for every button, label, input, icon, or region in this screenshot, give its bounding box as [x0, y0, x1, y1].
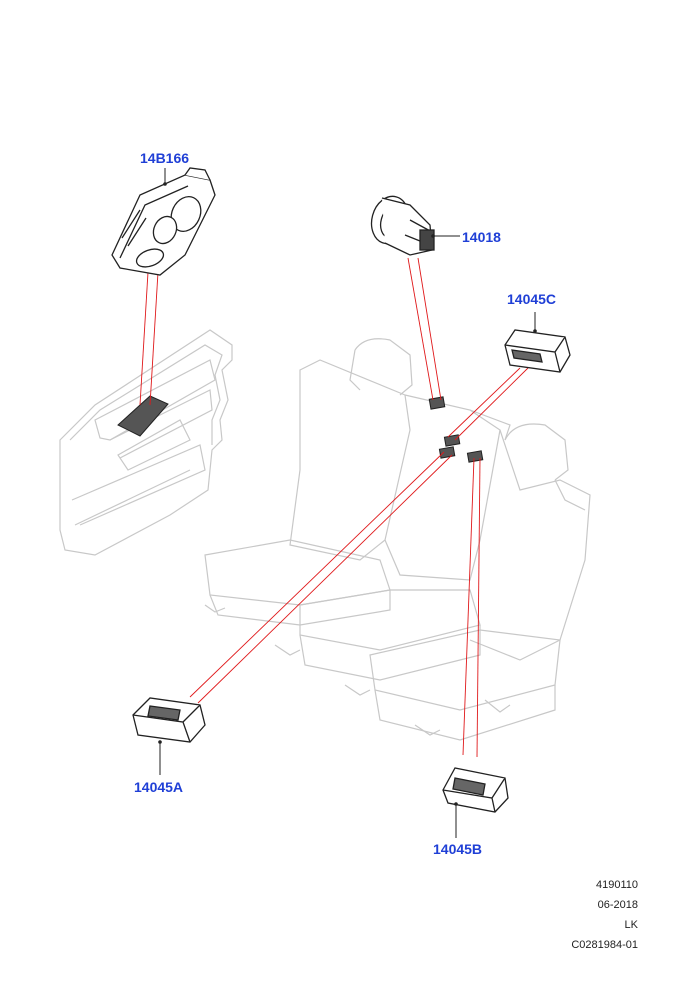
leader-lines: [139, 257, 529, 758]
reference-date: 06-2018: [597, 899, 638, 911]
callout-14018: 14018: [462, 229, 501, 245]
callout-14b166: 14B166: [140, 150, 190, 166]
drawing-number: C0281984-01: [571, 939, 638, 951]
part-14b166: [111, 167, 216, 276]
part-14045a: [132, 697, 206, 743]
callout-14045c: 14045C: [507, 291, 557, 307]
reference-code: LK: [624, 919, 638, 931]
door-trim-panel: [59, 329, 233, 556]
door-switch-mounted: [117, 395, 169, 437]
reference-block: 4190110 06-2018 LK C0281984-01: [571, 875, 638, 955]
part-14018: [370, 195, 435, 256]
part-14045b: [442, 767, 509, 813]
armrest-switches: [428, 396, 484, 463]
callout-14045b: 14045B: [433, 841, 483, 857]
part-14045c: [504, 329, 571, 373]
rear-seat-outline: [204, 338, 591, 741]
reference-number: 4190110: [595, 879, 638, 891]
callout-14045a: 14045A: [134, 779, 184, 795]
